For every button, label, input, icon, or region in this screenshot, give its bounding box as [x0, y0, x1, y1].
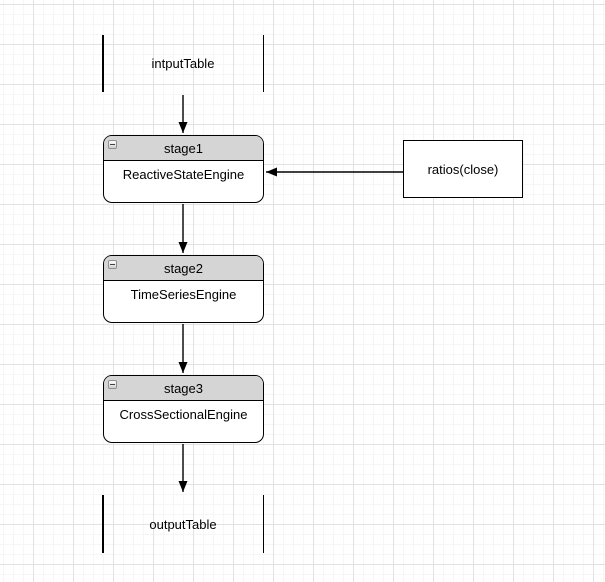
- collapse-icon[interactable]: [108, 379, 117, 389]
- output-table-shape[interactable]: outputTable: [102, 495, 264, 553]
- input-table-label: intputTable: [151, 56, 215, 71]
- input-table-right-bar: [262, 35, 264, 92]
- stage2-title: stage2: [163, 260, 204, 276]
- stage3-container[interactable]: stage3 CrossSectionalEngine: [103, 375, 264, 443]
- stage2-engine-label[interactable]: TimeSeriesEngine: [130, 287, 237, 302]
- output-table-right-bar: [262, 495, 264, 553]
- stage2-header: stage2: [104, 256, 263, 281]
- input-table-shape[interactable]: intputTable: [102, 35, 264, 92]
- stage3-body: CrossSectionalEngine: [104, 401, 263, 422]
- collapse-icon[interactable]: [108, 139, 117, 149]
- stage1-header: stage1: [104, 136, 263, 161]
- output-table-label: outputTable: [149, 516, 217, 532]
- collapse-icon[interactable]: [108, 259, 117, 269]
- stage2-body: TimeSeriesEngine: [104, 281, 263, 302]
- stage1-container[interactable]: stage1 ReactiveStateEngine: [103, 135, 264, 203]
- stage3-title: stage3: [163, 380, 204, 396]
- ratios-box[interactable]: ratios(close): [403, 140, 523, 198]
- stage2-container[interactable]: stage2 TimeSeriesEngine: [103, 255, 264, 323]
- stage1-title: stage1: [163, 140, 204, 156]
- input-table-left-bar: [102, 35, 104, 92]
- stage3-header: stage3: [104, 376, 263, 401]
- stage1-engine-label[interactable]: ReactiveStateEngine: [122, 167, 245, 182]
- output-table-left-bar: [102, 495, 104, 553]
- ratios-box-label: ratios(close): [427, 161, 499, 177]
- stage1-body: ReactiveStateEngine: [104, 161, 263, 182]
- stage3-engine-label[interactable]: CrossSectionalEngine: [119, 407, 248, 422]
